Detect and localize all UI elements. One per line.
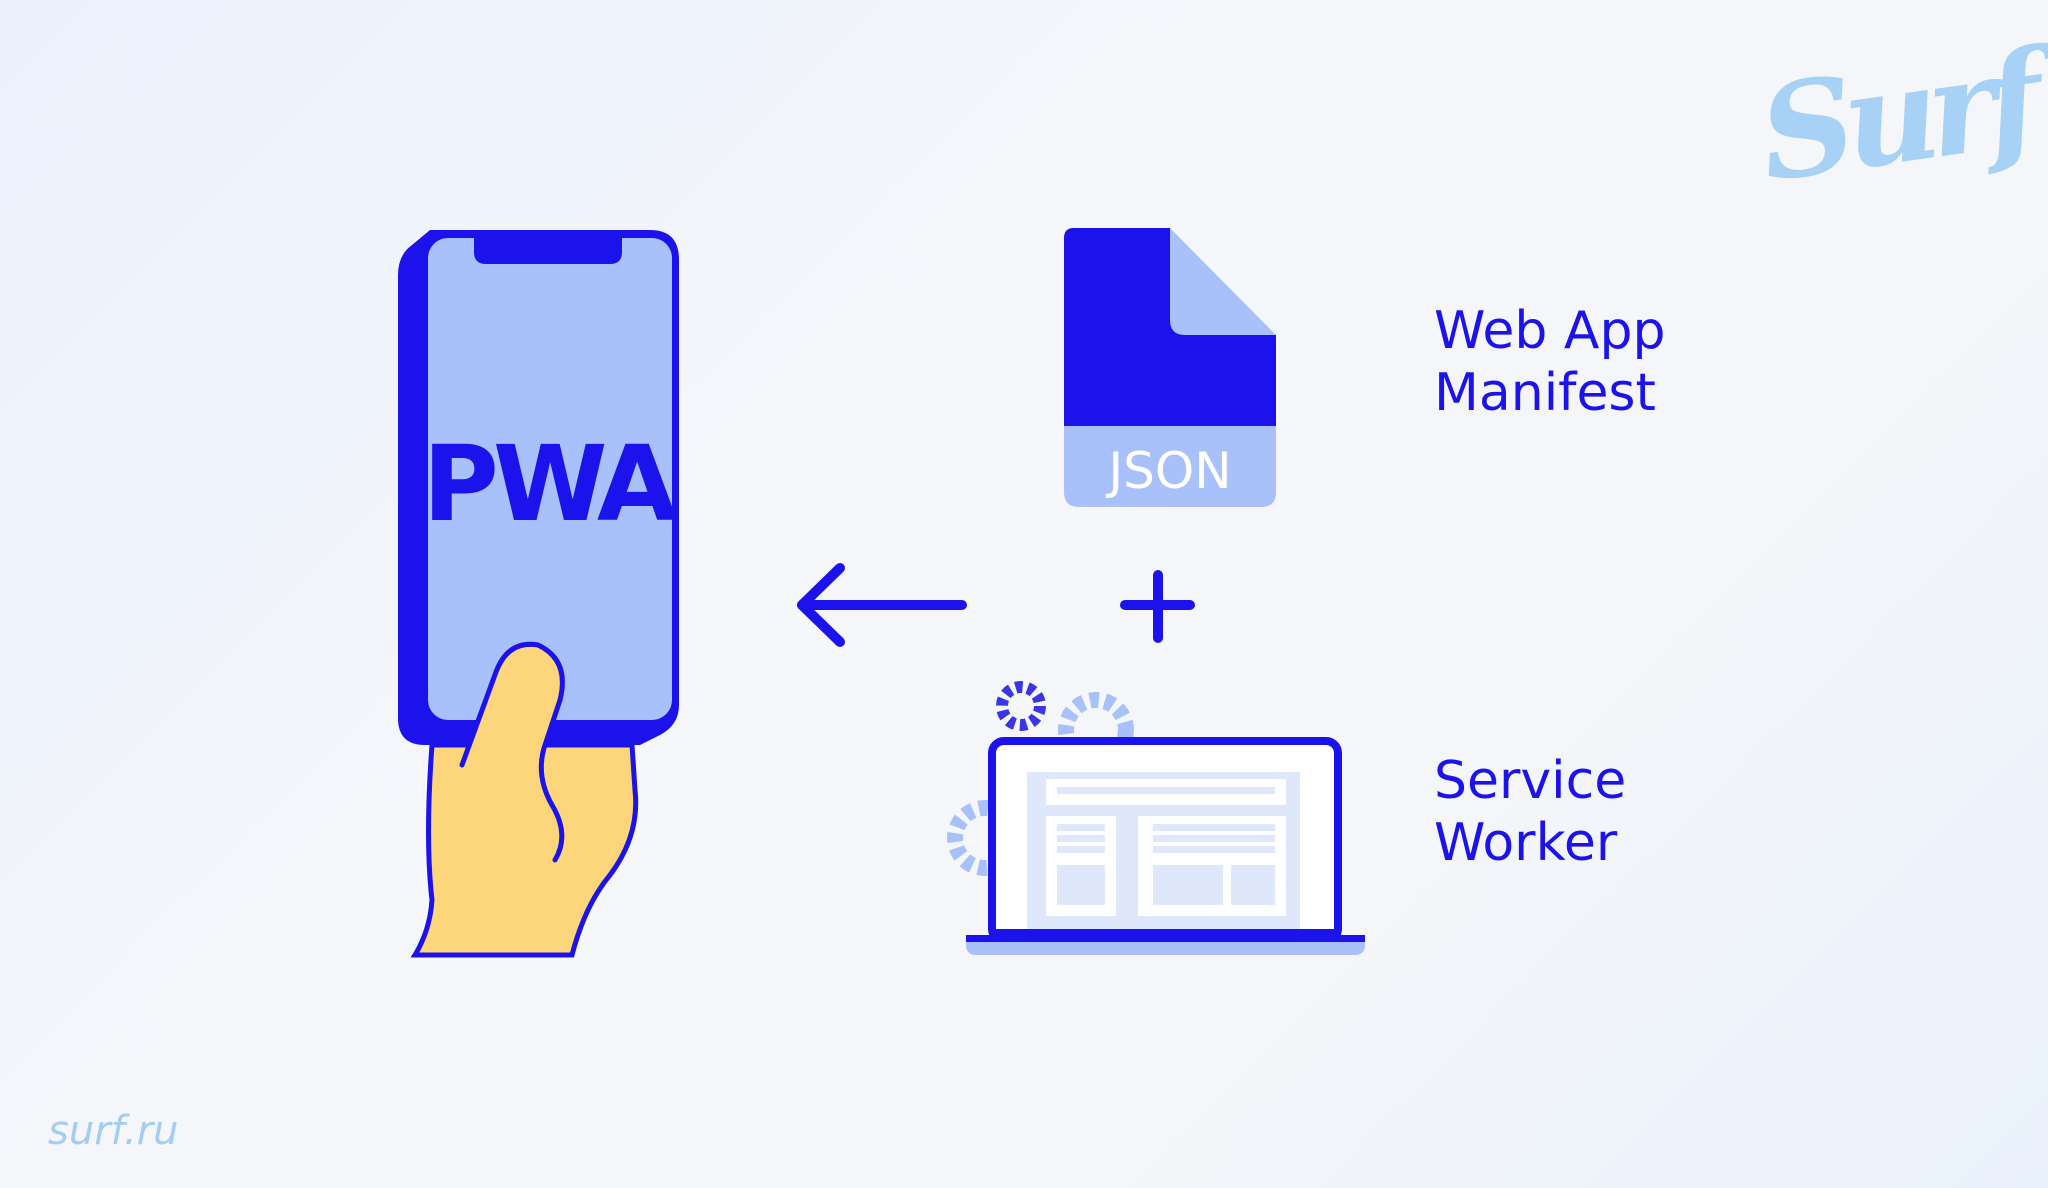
manifest-title-line2: Manifest (1434, 363, 1656, 423)
phone-notch (474, 238, 622, 264)
webpage-wireframe (1027, 772, 1300, 930)
gear-icon (996, 681, 1046, 731)
service-worker-line2: Worker (1434, 813, 1618, 873)
phone-illustration: PWA (398, 230, 683, 958)
web-app-manifest-label: Web App Manifest (1434, 300, 1666, 424)
site-url: surf.ru (48, 1108, 179, 1154)
manifest-title-line1: Web App (1434, 301, 1666, 361)
json-label: JSON (1105, 442, 1231, 500)
laptop-base (966, 929, 1365, 955)
service-worker-line1: Service (1434, 751, 1627, 811)
laptop-illustration (947, 681, 1365, 955)
arrow-left-icon (797, 563, 967, 647)
pwa-logo-text: PWA (423, 423, 677, 545)
json-file-icon: JSON (1064, 228, 1276, 507)
plus-icon (1120, 570, 1195, 643)
hand (410, 742, 639, 958)
service-worker-label: Service Worker (1434, 750, 1626, 874)
finger (459, 641, 565, 863)
phone-screen (428, 238, 672, 720)
